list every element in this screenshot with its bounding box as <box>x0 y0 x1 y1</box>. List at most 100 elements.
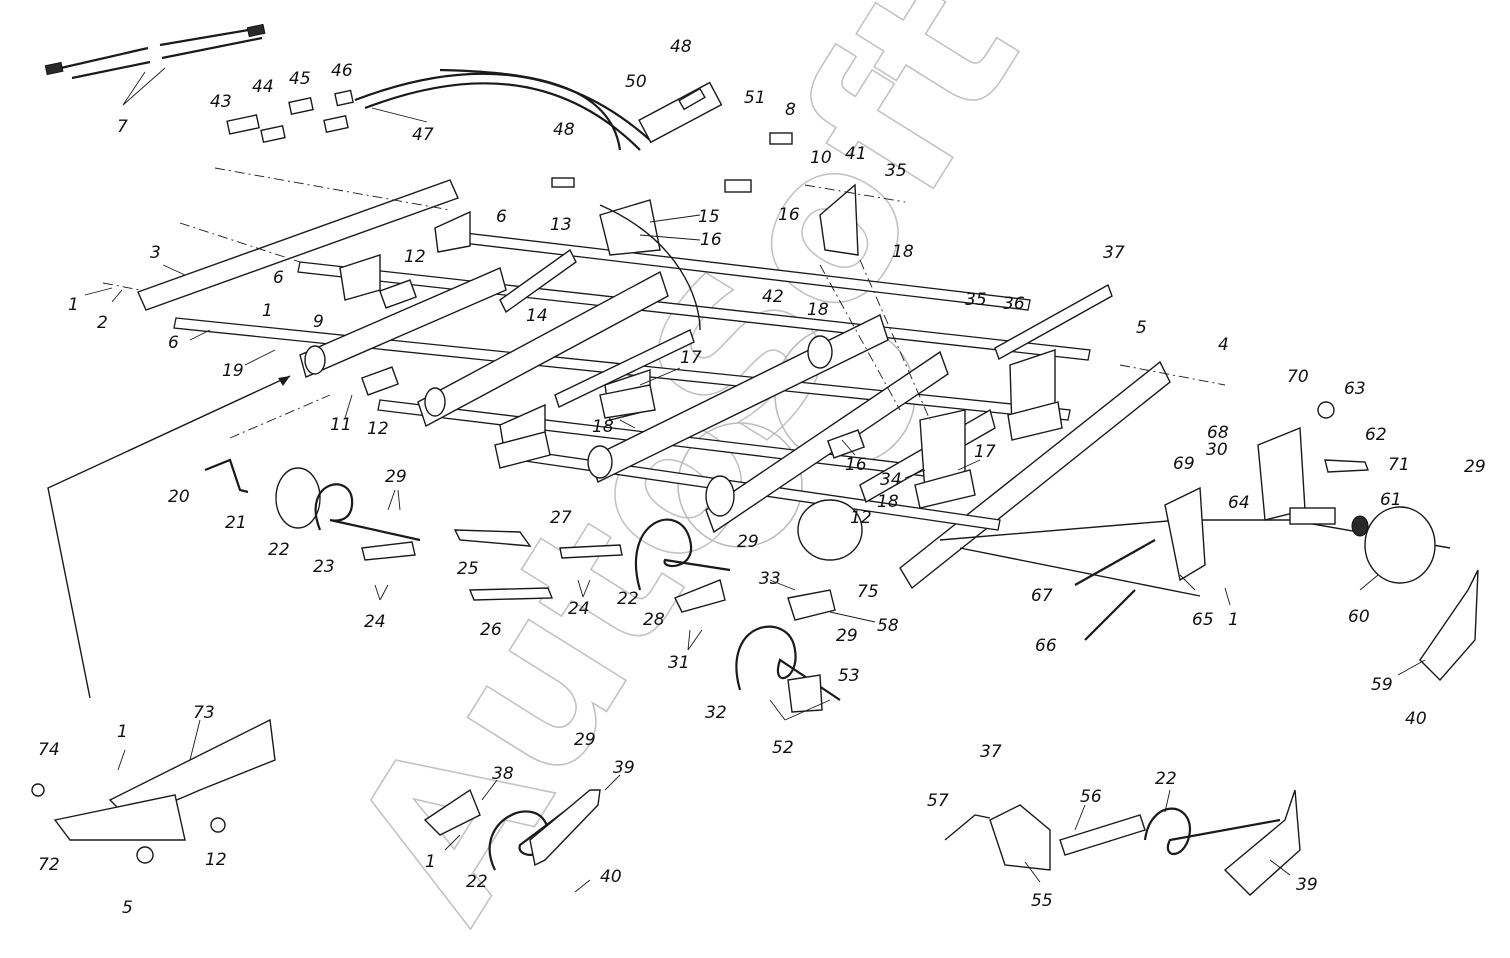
hose <box>51 26 261 72</box>
callout-75: 75 <box>857 582 879 602</box>
callout-24: 24 <box>364 612 386 632</box>
callout-8: 8 <box>785 100 796 120</box>
assembly-line <box>214 167 451 211</box>
roller-shaft <box>1289 507 1336 525</box>
fitting <box>226 114 260 135</box>
leader <box>1397 659 1426 676</box>
callout-12: 12 <box>367 419 389 439</box>
callout-39: 39 <box>1296 875 1318 895</box>
callout-73: 73 <box>193 703 215 723</box>
callout-22: 22 <box>617 589 639 609</box>
callout-31: 31 <box>668 653 690 673</box>
tube-collar <box>807 335 833 369</box>
spring-cap <box>1351 515 1369 537</box>
tube-collar <box>705 475 735 517</box>
hose <box>354 72 651 151</box>
callout-60: 60 <box>1348 607 1370 627</box>
callout-25: 25 <box>457 559 479 579</box>
callout-50: 50 <box>625 72 647 92</box>
base-plate <box>599 384 656 419</box>
leader <box>841 439 856 456</box>
leader <box>117 749 126 771</box>
leader <box>387 489 401 511</box>
callout-1: 1 <box>117 722 128 742</box>
bearing <box>360 366 400 396</box>
spring-tine <box>314 483 421 542</box>
link-plate <box>53 794 186 841</box>
callout-51: 51 <box>744 88 766 108</box>
callout-71: 71 <box>1388 455 1410 475</box>
leader <box>189 329 211 341</box>
leader <box>371 107 428 123</box>
fitting <box>260 125 286 143</box>
top-link-bracket <box>819 183 859 256</box>
callout-1: 1 <box>262 301 273 321</box>
rod <box>1074 539 1156 586</box>
callout-22: 22 <box>268 540 290 560</box>
callout-17: 17 <box>680 348 702 368</box>
scraper <box>1419 569 1479 682</box>
tine-holder <box>674 579 726 613</box>
callout-63: 63 <box>1344 379 1366 399</box>
tine-holder <box>423 788 481 836</box>
depth-bracket <box>1164 486 1206 582</box>
callout-6: 6 <box>273 268 284 288</box>
leader <box>1224 587 1231 606</box>
callout-18: 18 <box>877 492 899 512</box>
tube-collar <box>424 387 446 417</box>
leader <box>904 469 926 479</box>
roller-bracket <box>1257 426 1306 521</box>
leader <box>189 719 201 761</box>
spring-coil <box>275 467 321 529</box>
pin-clip <box>944 814 991 841</box>
leader <box>1024 861 1041 883</box>
leader <box>1179 574 1196 591</box>
callout-42: 42 <box>762 287 784 307</box>
leader <box>574 879 591 893</box>
callout-45: 45 <box>289 69 311 89</box>
assembly-line <box>804 184 906 203</box>
spring-disc <box>797 499 863 561</box>
bolt <box>724 179 752 193</box>
callout-29: 29 <box>385 467 407 487</box>
assembly-line <box>859 259 931 421</box>
callout-13: 13 <box>550 215 572 235</box>
callout-10: 10 <box>810 148 832 168</box>
callout-26: 26 <box>480 620 502 640</box>
bolt <box>769 132 793 145</box>
leader-lines <box>84 67 1426 893</box>
callout-33: 33 <box>759 569 781 589</box>
callout-66: 66 <box>1035 636 1057 656</box>
spring-plate <box>787 674 823 713</box>
leader <box>162 264 186 276</box>
callout-6: 6 <box>496 207 507 227</box>
callout-37: 37 <box>1103 243 1125 263</box>
callout-16: 16 <box>778 205 800 225</box>
watermark-ring <box>677 422 803 548</box>
nut <box>210 817 226 833</box>
rear-beam <box>137 179 459 311</box>
callout-14: 14 <box>526 306 548 326</box>
callout-35: 35 <box>885 161 907 181</box>
callout-32: 32 <box>705 703 727 723</box>
assembly-line <box>179 222 301 263</box>
pin <box>678 87 706 111</box>
callout-34: 34 <box>880 470 902 490</box>
callout-52: 52 <box>772 738 794 758</box>
callout-59: 59 <box>1371 675 1393 695</box>
hose-fitting <box>246 23 266 38</box>
callout-12: 12 <box>850 508 872 528</box>
leader <box>344 394 353 419</box>
callout-24: 24 <box>568 599 590 619</box>
leader <box>769 579 796 591</box>
callout-68: 68 <box>1207 423 1229 443</box>
nut <box>136 846 154 864</box>
callout-29: 29 <box>737 532 759 552</box>
base-plate <box>914 469 976 509</box>
callout-69: 69 <box>1173 454 1195 474</box>
callout-57: 57 <box>927 791 949 811</box>
leader <box>619 419 636 429</box>
base-plate <box>494 431 551 469</box>
base-plate <box>1007 401 1063 441</box>
callout-21: 21 <box>225 513 247 533</box>
